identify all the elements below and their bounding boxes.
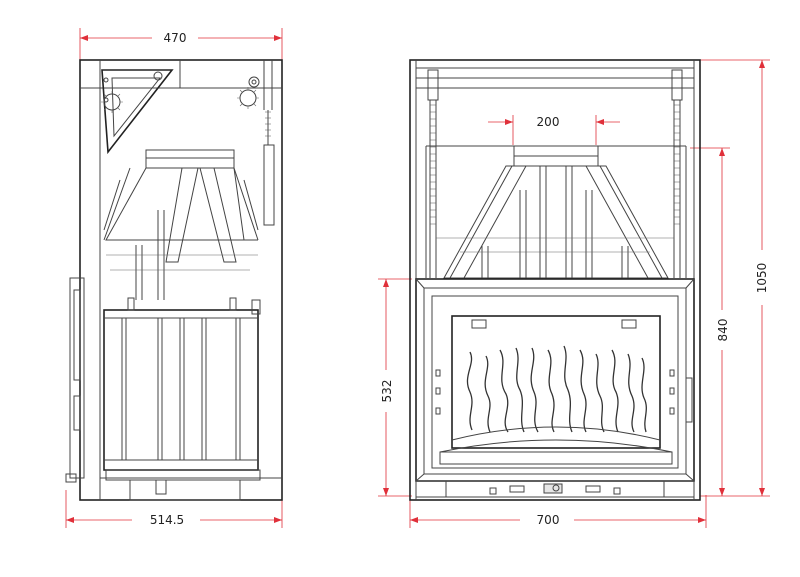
dim-side-width: 470	[164, 31, 187, 45]
gear-left	[101, 91, 123, 113]
front-view	[409, 59, 701, 501]
rack-hatch-left	[430, 104, 436, 225]
dim-front-width: 700	[537, 513, 560, 527]
dim-door-height: 532	[380, 380, 394, 403]
dim-flue-width: 200	[537, 115, 560, 129]
dim-mid-height: 840	[716, 319, 730, 342]
flames	[466, 345, 647, 433]
dim-total-height: 1050	[755, 263, 769, 294]
dimension-lines	[65, 28, 770, 528]
dim-side-depth: 514.5	[150, 513, 184, 527]
side-view	[65, 59, 283, 501]
gear-right	[237, 87, 259, 109]
rack-hatch-right	[674, 104, 680, 225]
